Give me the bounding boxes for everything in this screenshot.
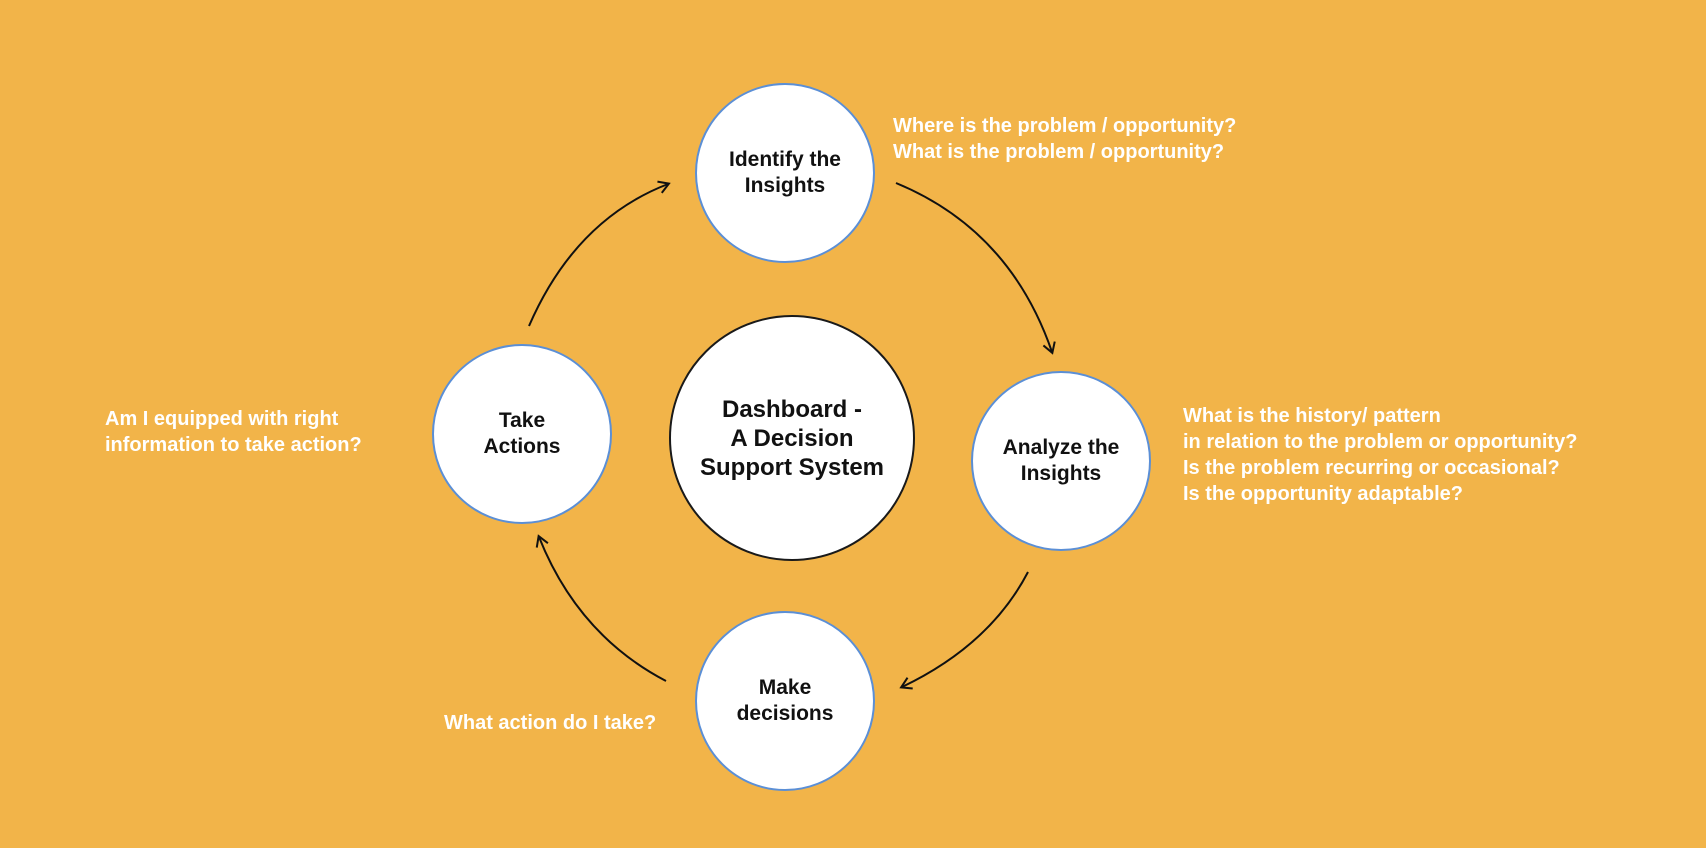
question-line: Am I equipped with right	[105, 408, 339, 430]
question-line: What is the history/ pattern	[1183, 405, 1441, 427]
center-node-label: Dashboard - A Decision Support System	[699, 395, 885, 481]
question-line: What is the problem / opportunity?	[893, 141, 1225, 163]
questions-act: Am I equipped with right information to …	[105, 406, 362, 458]
arrow-identify-to-analyze	[895, 182, 1056, 355]
question-line: What action do I take?	[444, 712, 657, 734]
node-identify-label: Identify the Insights	[728, 148, 841, 197]
node-take-actions: Take Actions	[432, 344, 612, 524]
center-node: Dashboard - A Decision Support System	[669, 315, 915, 561]
questions-analyze: What is the history/ pattern in relation…	[1183, 403, 1577, 507]
node-make-decisions: Make decisions	[695, 611, 875, 791]
questions-decide: What action do I take?	[444, 710, 656, 736]
node-decide-label: Make decisions	[736, 676, 834, 725]
node-analyze-insights: Analyze the Insights	[971, 371, 1151, 551]
question-line: Is the problem recurring or occasional?	[1183, 457, 1560, 479]
questions-identify: Where is the problem / opportunity? What…	[893, 113, 1236, 165]
node-act-label: Take Actions	[483, 409, 561, 458]
question-line: Where is the problem / opportunity?	[893, 115, 1237, 137]
node-analyze-label: Analyze the Insights	[1002, 436, 1120, 485]
node-identify-insights: Identify the Insights	[695, 83, 875, 263]
question-line: Is the opportunity adaptable?	[1183, 483, 1464, 505]
question-line: information to take action?	[105, 434, 362, 456]
question-line: in relation to the problem or opportunit…	[1183, 431, 1578, 453]
arrow-decide-to-act	[535, 534, 667, 682]
arrow-analyze-to-decide	[899, 571, 1029, 690]
arrow-act-to-identify	[528, 180, 671, 327]
